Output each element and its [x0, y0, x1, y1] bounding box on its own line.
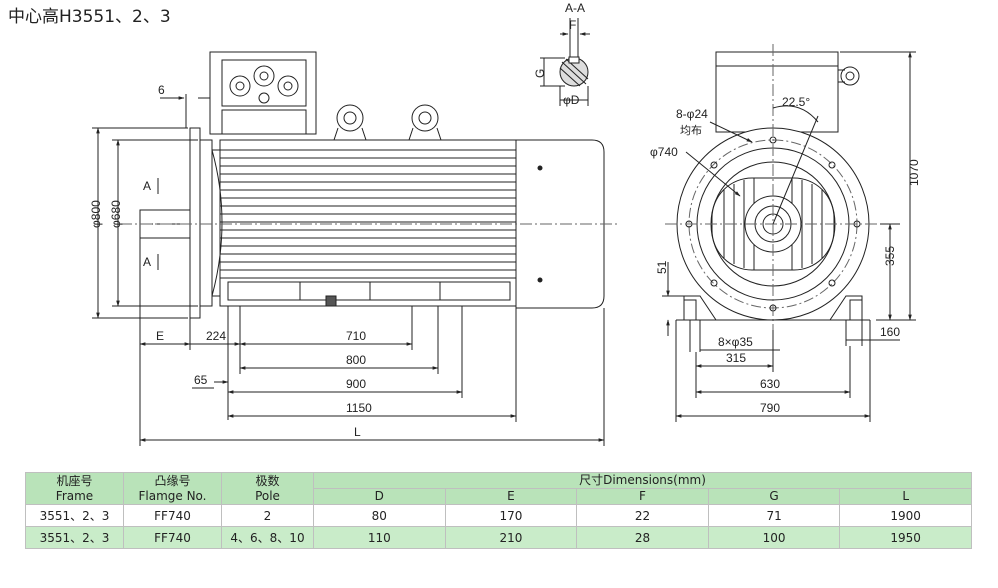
lifting-eye [336, 104, 364, 132]
cell-frame: 3551、2、3 [25, 504, 124, 527]
cell-l: 1900 [839, 504, 972, 527]
cell-d: 110 [313, 526, 446, 549]
dim-holes: 8-φ24 [676, 107, 708, 121]
cell-e: 210 [444, 526, 578, 549]
cell-f: 28 [576, 526, 709, 549]
dim-feet-holes: 8×φ35 [718, 335, 753, 349]
section-f-label: F [569, 18, 576, 32]
header-frame-cn: 机座号 [56, 473, 93, 488]
dim-phi680: φ680 [109, 200, 123, 228]
motor-drawing: A-A F G φD [89, 1, 921, 446]
dim-51: 51 [655, 260, 669, 274]
dim-1070: 1070 [907, 159, 921, 186]
header-flange: 凸缘号 Flamge No. [123, 472, 222, 505]
header-dimensions: 尺寸Dimensions(mm) [313, 472, 972, 489]
end-view: 8-φ24 均布 22.5° φ740 1070 355 51 8×φ35 [650, 44, 921, 422]
header-l: L [839, 488, 972, 505]
dim-224: 224 [206, 329, 226, 343]
terminal-box-end [715, 51, 839, 133]
dim-l: L [354, 425, 361, 439]
side-view: 6 φ800 φ680 A A E 224 710 800 65 [89, 51, 620, 446]
section-g-label: G [533, 69, 547, 78]
dim-355: 355 [883, 246, 897, 266]
page-title: 中心高H3551、2、3 [8, 7, 171, 27]
dim-e: E [156, 329, 164, 343]
header-f: F [576, 488, 709, 505]
dim-1150: 1150 [346, 401, 372, 415]
header-flange-en: Flamge No. [138, 488, 207, 503]
header-pole: 极数 Pole [221, 472, 314, 505]
dim-160: 160 [880, 325, 900, 339]
header-pole-en: Pole [255, 488, 280, 503]
dim-65: 65 [194, 373, 208, 387]
cell-frame: 3551、2、3 [25, 526, 124, 549]
flange [189, 127, 201, 319]
section-d-label: φD [563, 93, 580, 107]
motor-body [219, 139, 517, 307]
dim-900: 900 [346, 377, 366, 391]
cell-e: 170 [444, 504, 578, 527]
header-frame-en: Frame [55, 488, 94, 503]
section-label: A-A [565, 1, 585, 15]
cell-pole: 2 [221, 504, 314, 527]
cell-f: 22 [576, 504, 709, 527]
header-e: E [444, 488, 578, 505]
dimensions-table: 机座号 Frame 凸缘号 Flamge No. 极数 Pole 尺寸Dimen… [25, 472, 972, 549]
header-pole-cn: 极数 [255, 473, 280, 488]
dim-phi800: φ800 [89, 200, 103, 228]
section-marker-a-top: A [143, 179, 151, 193]
dim-710: 710 [346, 329, 366, 343]
header-g: G [707, 488, 841, 505]
dim-630: 630 [760, 377, 780, 391]
header-frame: 机座号 Frame [25, 472, 124, 505]
header-d: D [313, 488, 446, 505]
dim-holes-note: 均布 [680, 124, 702, 137]
cell-l: 1950 [839, 526, 972, 549]
cell-g: 100 [707, 526, 841, 549]
dim-800: 800 [346, 353, 366, 367]
cell-pole: 4、6、8、10 [221, 526, 314, 549]
cell-d: 80 [313, 504, 446, 527]
cell-g: 71 [707, 504, 841, 527]
dim-6: 6 [158, 83, 165, 97]
header-flange-cn: 凸缘号 [154, 473, 191, 488]
cell-flange: FF740 [123, 526, 222, 549]
table-row: 3551、2、3 FF740 4、6、8、10 110 210 28 100 1… [25, 526, 972, 549]
dim-315: 315 [726, 351, 746, 365]
table-row: 3551、2、3 FF740 2 80 170 22 71 1900 [25, 504, 972, 527]
section-aa-view: A-A F G φD [533, 1, 590, 107]
dim-790: 790 [760, 401, 780, 415]
section-marker-a-bottom: A [143, 255, 151, 269]
dim-phi740: φ740 [650, 145, 678, 159]
cell-flange: FF740 [123, 504, 222, 527]
lifting-eye [411, 104, 439, 132]
